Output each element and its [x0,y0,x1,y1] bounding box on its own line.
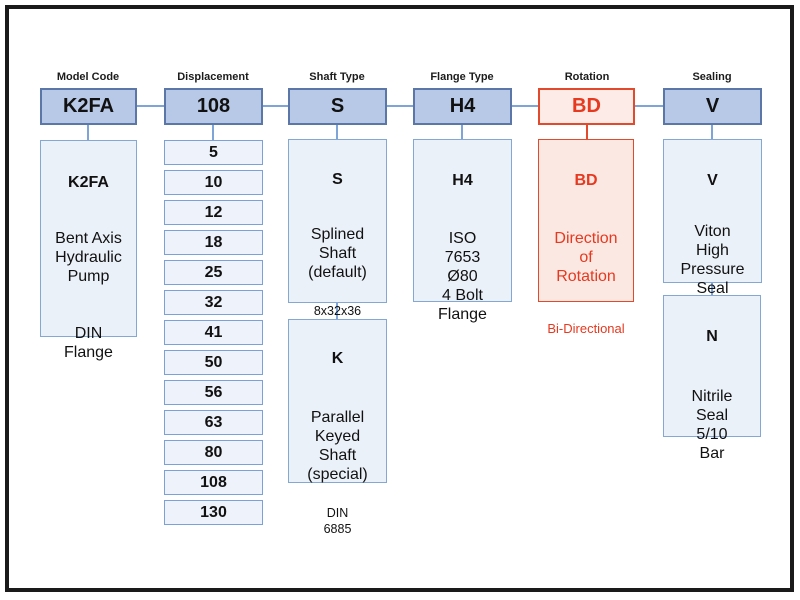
displacement-option: 80 [164,440,263,465]
connector-h-1 [137,105,164,107]
code-box-flange-type: H4 [413,88,512,125]
detail-text-rotation: Direction of Rotation [554,230,618,285]
detail-box-shaft-splined: S Splined Shaft (default) 8x32x36 DIN IS… [288,139,387,349]
displacement-option: 50 [164,350,263,375]
detail-smalltext-rotation: Bi-Directional [547,321,625,336]
displacement-option: 5 [164,140,263,165]
detail-text-seal-v: Viton High Pressure Seal [680,223,745,297]
detail-text-model-description: Bent Axis Hydraulic Pump [55,230,122,285]
displacement-option: 130 [164,500,263,525]
connector-v-model [87,125,89,140]
detail-heading-shaft-k: K [331,350,344,367]
connector-v-shaft [336,125,338,139]
displacement-option: 63 [164,410,263,435]
connector-h-5 [635,105,663,107]
displacement-option: 10 [164,170,263,195]
connector-h-2 [263,105,288,107]
displacement-option-list: 5 10 12 18 25 32 41 50 56 63 80 108 130 [164,140,263,525]
code-box-shaft-type: S [288,88,387,125]
detail-box-seal-nitrile: N Nitrile Seal 5/10 Bar [663,295,761,462]
code-box-sealing: V [663,88,762,125]
detail-text-shaft-k: Parallel Keyed Shaft (special) [307,409,368,483]
connector-h-4 [512,105,538,107]
detail-heading-model: K2FA [68,174,109,191]
connector-h-3 [387,105,413,107]
column-label-displacement: Displacement [177,71,249,83]
connector-v-shaft-k [336,303,338,319]
detail-smalltext-shaft-k: DIN 6885 [323,506,352,536]
detail-text-seal-n: Nitrile Seal 5/10 Bar [691,388,733,462]
displacement-option: 108 [164,470,263,495]
detail-heading-seal-v: V [707,172,718,189]
detail-box-rotation: BD Direction of Rotation Bi-Directional [538,139,634,336]
displacement-option: 18 [164,230,263,255]
code-box-model: K2FA [40,88,137,125]
displacement-option: 41 [164,320,263,345]
displacement-option: 56 [164,380,263,405]
code-box-rotation: BD [538,88,635,125]
detail-text-shaft-s: Splined Shaft (default) [308,226,367,281]
column-label-flange-type: Flange Type [430,71,494,83]
code-box-displacement: 108 [164,88,263,125]
connector-v-displacement [212,125,214,140]
detail-box-flange: H4 ISO 7653 Ø80 4 Bolt Flange [413,139,512,323]
displacement-option: 25 [164,260,263,285]
displacement-option: 32 [164,290,263,315]
detail-heading-seal-n: N [706,328,718,345]
connector-v-sealing [711,125,713,139]
detail-box-model: K2FA Bent Axis Hydraulic Pump DIN Flange [40,140,137,361]
detail-text-flange: ISO 7653 Ø80 4 Bolt Flange [438,230,487,323]
column-label-model-code: Model Code [56,71,120,83]
detail-box-seal-viton: V Viton High Pressure Seal [663,139,762,297]
connector-v-rotation [586,125,588,139]
column-label-sealing: Sealing [692,71,732,83]
column-label-shaft-type: Shaft Type [309,71,365,83]
connector-v-sealing-n [711,283,713,295]
detail-heading-flange: H4 [452,172,473,189]
detail-box-shaft-keyed: K Parallel Keyed Shaft (special) DIN 688… [288,319,387,536]
column-label-rotation: Rotation [564,71,610,83]
detail-heading-rotation: BD [574,172,598,189]
displacement-option: 12 [164,200,263,225]
detail-heading-shaft-s: S [332,171,343,188]
connector-v-flange [461,125,463,139]
detail-text-model-flange: DIN Flange [64,325,113,361]
